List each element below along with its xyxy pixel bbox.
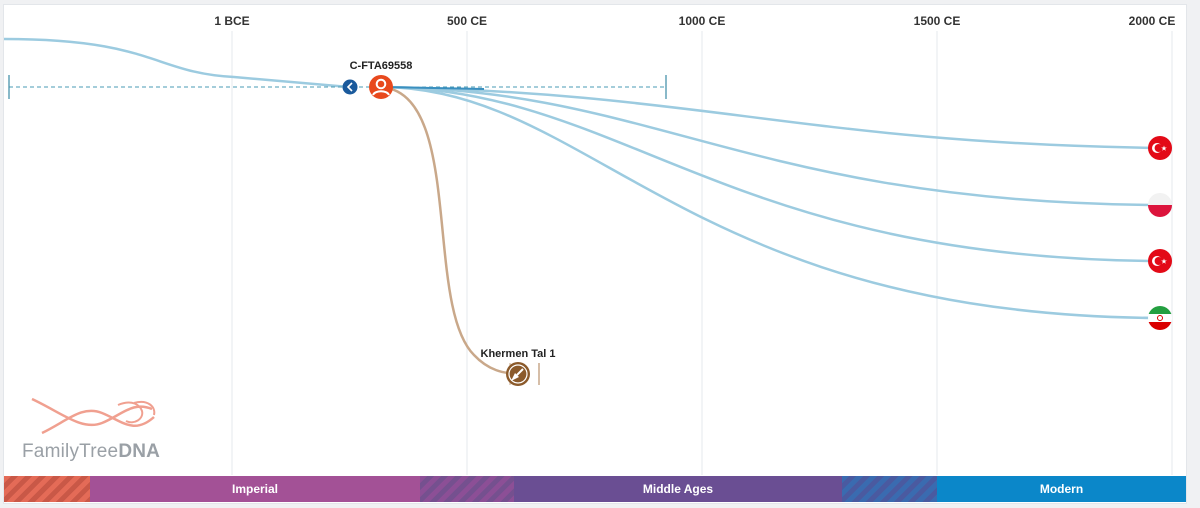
- era-transition-middle-modern: [842, 476, 937, 502]
- timeline-canvas: 1 BCE 500 CE 1000 CE 1500 CE 2000 CE: [3, 4, 1187, 504]
- era-label-modern: Modern: [1039, 482, 1084, 496]
- lineage-turkey-1: [381, 85, 1160, 150]
- era-segment-modern[interactable]: Modern: [937, 476, 1186, 502]
- lineage-highlight: [381, 86, 485, 90]
- country-flag-poland[interactable]: [1148, 193, 1172, 217]
- parent-lineage-line: [4, 37, 350, 89]
- time-tree-chart: 1 BCE 500 CE 1000 CE 1500 CE 2000 CE: [4, 14, 1175, 475]
- lineage-turkey-2: [381, 85, 1160, 263]
- collapse-back-button[interactable]: [342, 79, 358, 95]
- logo-text-familytree: FamilyTree: [22, 441, 119, 462]
- dna-helix-logo-icon: [31, 397, 156, 435]
- ancient-sample-lineage: [381, 85, 517, 376]
- tick-label: 1500 CE: [914, 14, 961, 28]
- country-flag-turkey[interactable]: [1148, 249, 1172, 273]
- era-bar: Imperial Middle Ages Modern: [4, 476, 1186, 502]
- ancient-sample-label: Khermen Tal 1: [481, 348, 556, 360]
- country-flag-turkey[interactable]: [1148, 136, 1172, 160]
- era-segment-imperial[interactable]: Imperial: [90, 476, 420, 502]
- era-label-middle-ages: Middle Ages: [642, 482, 714, 496]
- person-icon: [372, 78, 390, 96]
- lineage-poland: [381, 85, 1160, 207]
- era-segment-middle-ages[interactable]: Middle Ages: [514, 476, 842, 502]
- familytreedna-logo: FamilyTreeDNA: [22, 441, 160, 463]
- time-axis: 1 BCE 500 CE 1000 CE 1500 CE 2000 CE: [214, 14, 1175, 28]
- tick-label: 500 CE: [447, 14, 487, 28]
- shovel-icon: [511, 368, 524, 381]
- lineage-iran: [381, 85, 1160, 320]
- poland-flag-icon: [1148, 193, 1172, 217]
- logo-text-dna: DNA: [118, 441, 161, 462]
- haplogroup-node[interactable]: [369, 75, 393, 99]
- ancient-sample-node[interactable]: [506, 362, 530, 386]
- era-transition-imperial-middle: [420, 476, 514, 502]
- country-flag-iran[interactable]: [1148, 306, 1172, 330]
- age-confidence-interval: [8, 75, 667, 99]
- haplogroup-label: C-FTA69558: [350, 60, 413, 72]
- era-segment-early: [4, 476, 90, 502]
- chevron-left-icon: [346, 82, 353, 92]
- tick-label: 1 BCE: [214, 14, 249, 28]
- gridlines: [231, 31, 1173, 475]
- tick-label: 1000 CE: [679, 14, 726, 28]
- tick-label: 2000 CE: [1129, 14, 1176, 28]
- iran-flag-icon: [1148, 306, 1172, 330]
- era-label-imperial: Imperial: [231, 482, 279, 496]
- descendant-lineages: [381, 85, 1160, 320]
